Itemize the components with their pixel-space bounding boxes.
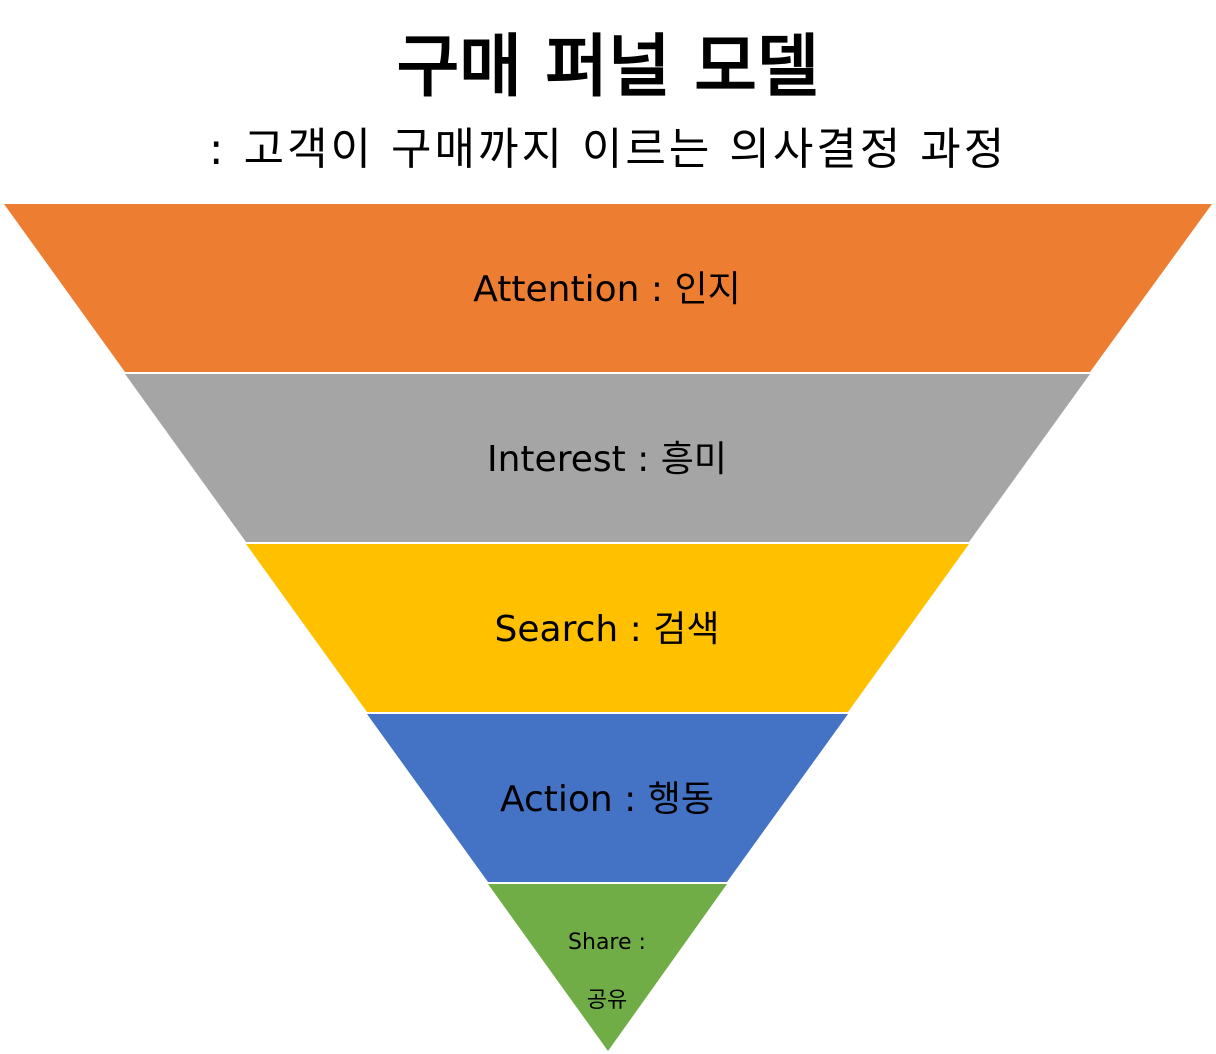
diagram-subtitle: : 고객이 구매까지 이르는 의사결정 과정 (208, 124, 1008, 175)
funnel-stage-search (246, 544, 969, 712)
stage-label-action: Action : 행동 (500, 779, 714, 820)
funnel-stage-share (488, 884, 727, 1051)
funnel-stage-interest (125, 374, 1090, 542)
stage-label-interest: Interest : 흥미 (487, 439, 727, 480)
funnel-stage-action (367, 714, 848, 882)
funnel-stage-attention (4, 204, 1212, 372)
stage-label-search: Search : 검색 (495, 609, 720, 650)
stage-label-share-line1: Share : (568, 930, 646, 955)
diagram-title: 구매 퍼널 모델 (396, 28, 820, 107)
stage-label-share-line2: 공유 (587, 988, 627, 1013)
stage-label-attention: Attention : 인지 (473, 269, 740, 310)
